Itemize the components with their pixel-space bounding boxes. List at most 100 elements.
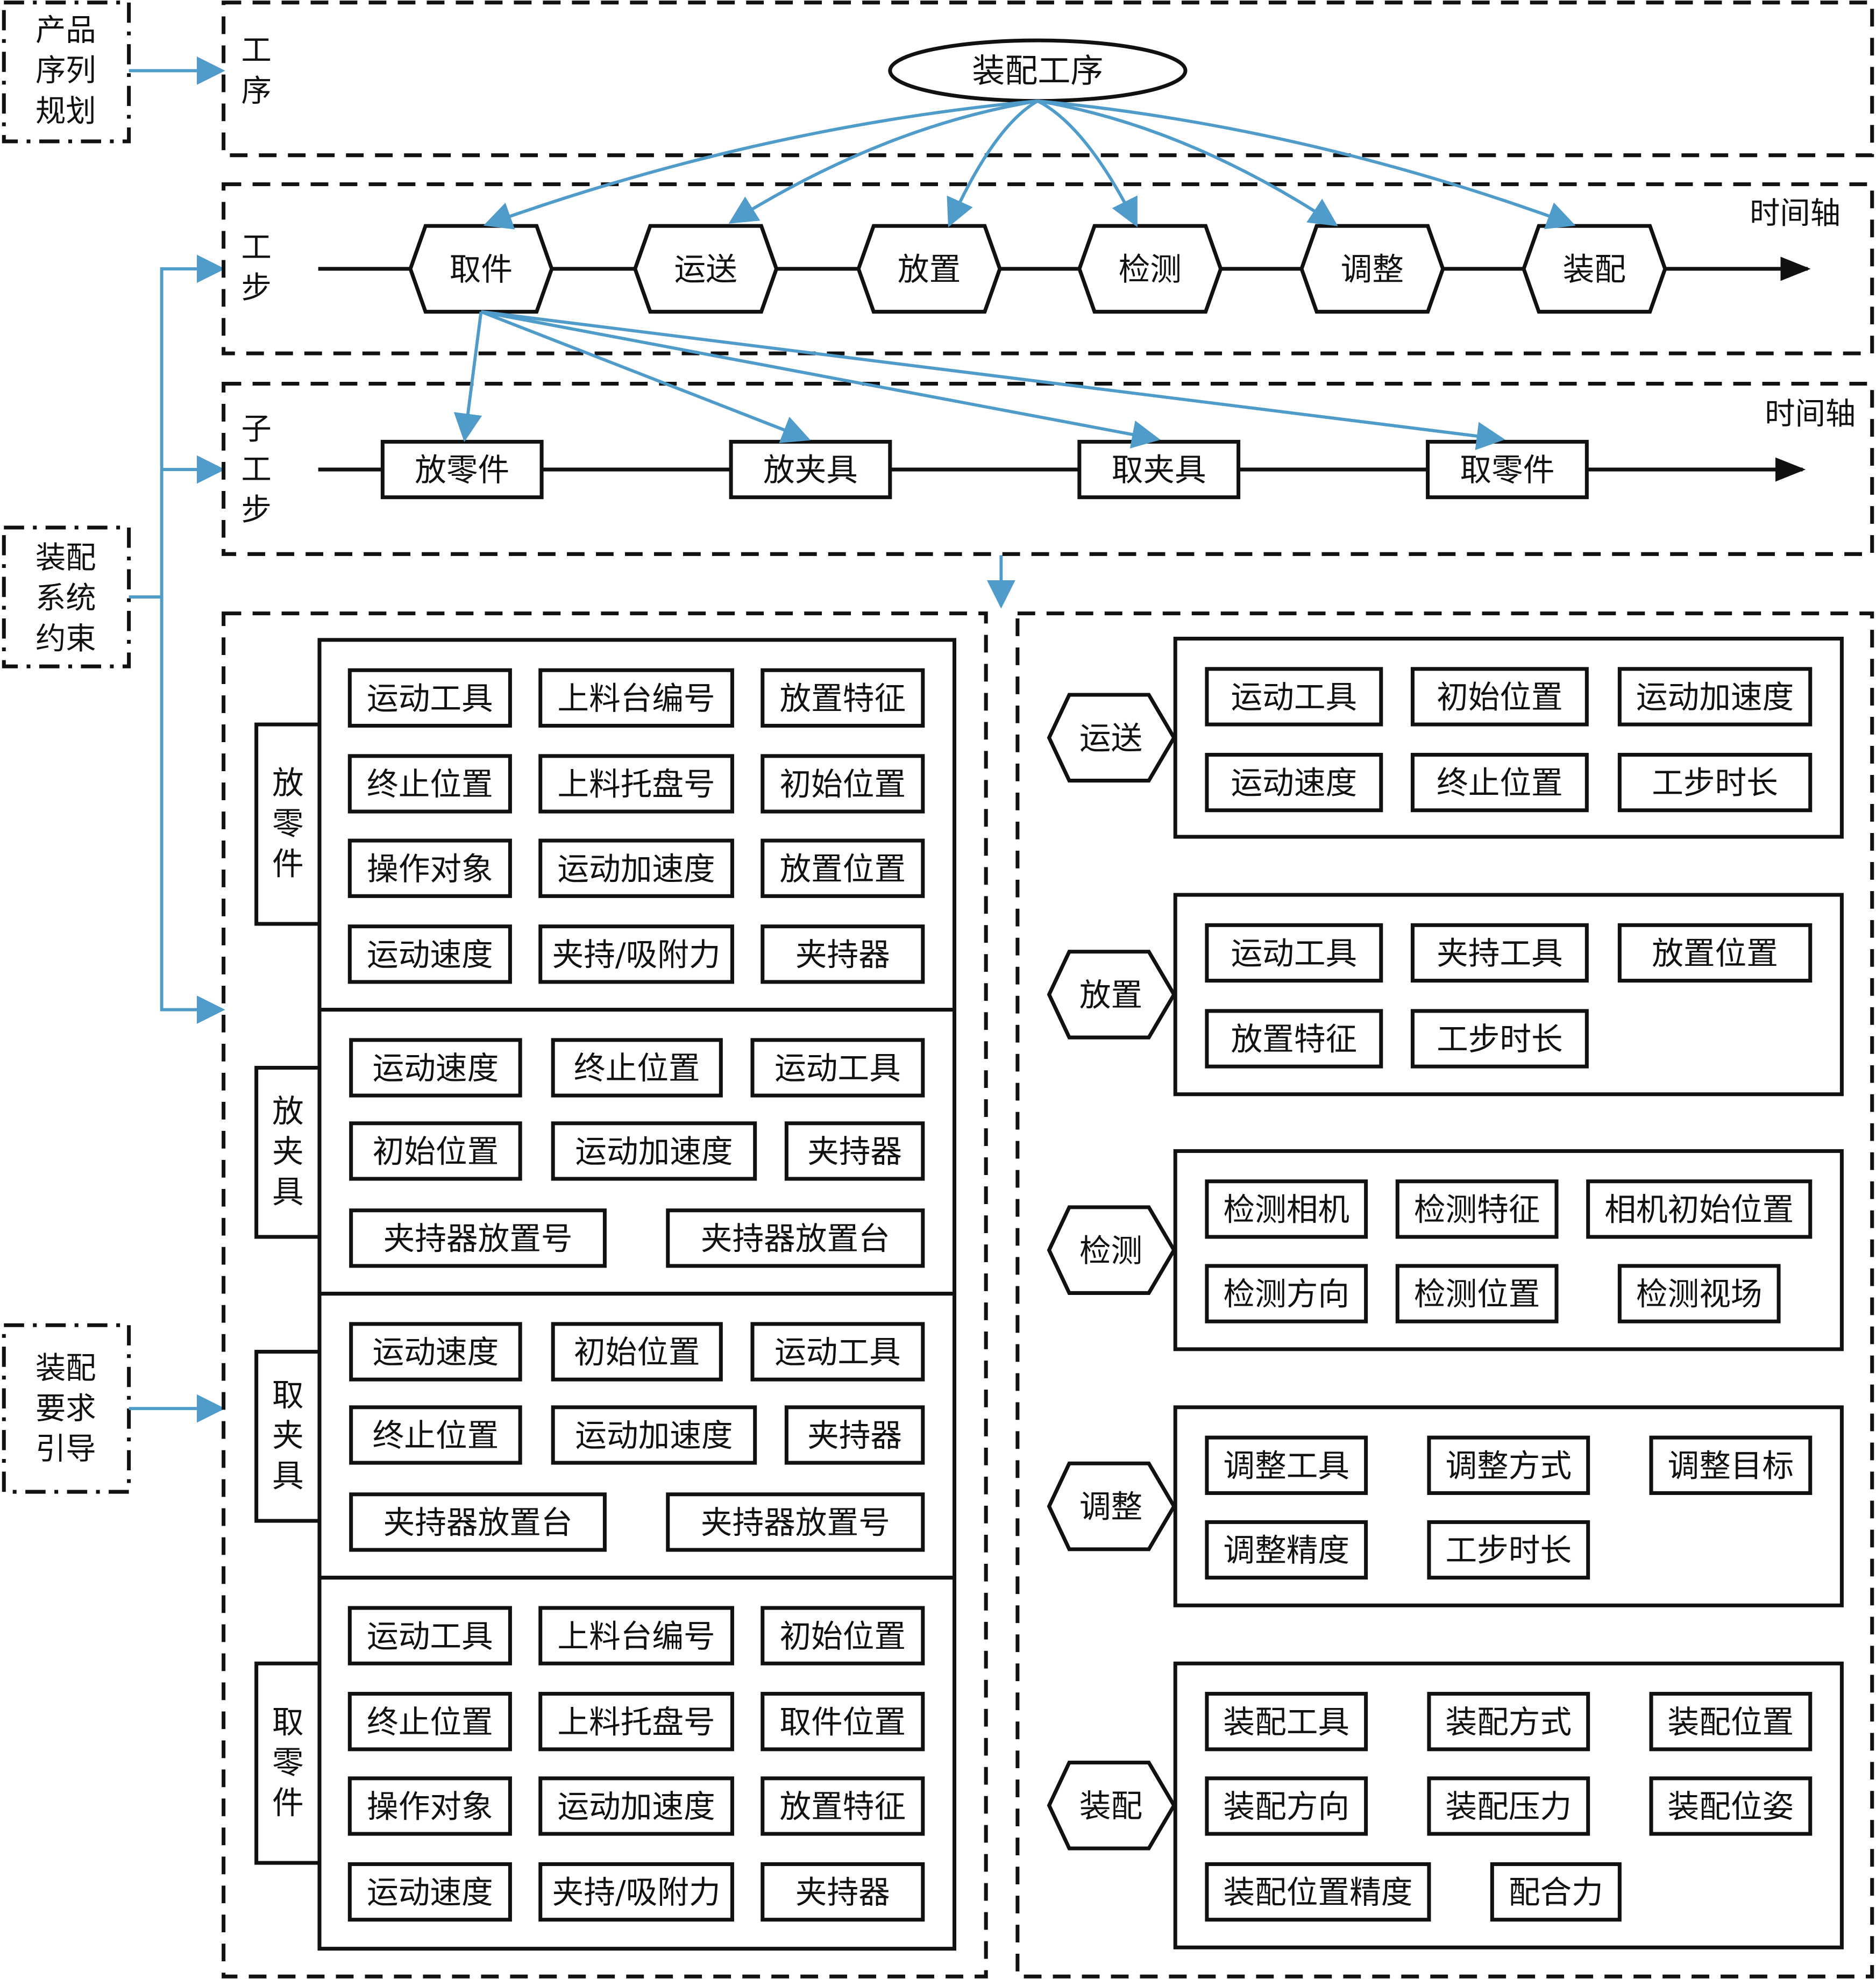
step-node[interactable]: 取件 [408,224,554,314]
step-node[interactable]: 放置 [856,224,1002,314]
param-box[interactable] [761,1776,925,1836]
system-constraints-line-3: 约束 [35,621,96,656]
param-box[interactable] [347,1606,512,1665]
param-box[interactable] [761,838,925,898]
param-box[interactable] [347,1776,512,1836]
param-box[interactable] [1205,1009,1383,1069]
param-box[interactable] [1205,1435,1368,1495]
param-label: 装配方式 [1446,1704,1572,1740]
param-box[interactable] [1205,1862,1431,1922]
param-box[interactable] [538,668,734,728]
param-box[interactable] [1427,1776,1590,1836]
param-box[interactable] [347,754,512,814]
param-box[interactable] [347,924,512,984]
param-label: 操作对象 [367,1789,493,1825]
param-box[interactable] [1410,1009,1589,1069]
param-box[interactable] [1395,1179,1559,1239]
param-box[interactable] [666,1492,925,1552]
param-box[interactable] [1649,1692,1813,1752]
param-box[interactable] [349,1038,522,1098]
param-box[interactable] [750,1322,925,1382]
param-box[interactable] [349,1322,522,1382]
step-hexagon [408,224,554,314]
param-box[interactable] [1205,1179,1368,1239]
param-box[interactable] [349,1405,522,1465]
param-box[interactable] [1205,752,1383,813]
param-group-label-char: 零 [272,805,304,842]
param-box[interactable] [1490,1862,1622,1922]
param-label: 运动加速度 [1636,679,1794,716]
param-box[interactable] [1205,1692,1368,1752]
param-group-label-char: 零 [272,1744,304,1781]
param-box[interactable] [666,1208,925,1268]
substep-node[interactable]: 放夹具 [729,439,892,500]
param-box[interactable] [551,1322,723,1382]
param-box[interactable] [1427,1520,1590,1580]
param-box[interactable] [538,1692,734,1752]
step-node[interactable]: 调整 [1299,224,1445,314]
param-box[interactable] [551,1121,757,1181]
param-box[interactable] [1410,752,1589,813]
param-box[interactable] [784,1405,925,1465]
param-box[interactable] [1617,923,1813,983]
step-hexagon[interactable] [1047,1461,1176,1551]
step-hexagon[interactable] [1047,693,1176,783]
substep-node[interactable]: 取夹具 [1077,439,1241,500]
param-box[interactable] [1617,1264,1781,1323]
param-box[interactable] [1586,1179,1813,1239]
substep-node[interactable]: 取零件 [1426,439,1589,500]
param-box[interactable] [784,1121,925,1181]
param-box[interactable] [761,668,925,728]
substep-node[interactable]: 放零件 [380,439,544,500]
param-label: 相机初始位置 [1604,1191,1794,1228]
param-box[interactable] [538,1606,734,1665]
param-label: 运动工具 [774,1334,901,1371]
param-box[interactable] [538,1776,734,1836]
step-hexagon[interactable] [1047,1760,1176,1850]
param-box[interactable] [1617,752,1813,813]
step-hexagon [1077,224,1223,314]
param-box[interactable] [1205,1520,1368,1580]
param-label: 取件位置 [779,1704,906,1740]
param-box[interactable] [1410,923,1589,983]
param-box[interactable] [750,1038,925,1098]
param-box[interactable] [347,838,512,898]
param-box[interactable] [1427,1435,1590,1495]
param-box[interactable] [761,1606,925,1665]
param-box[interactable] [761,1692,925,1752]
param-box[interactable] [1205,667,1383,727]
param-box[interactable] [1410,667,1589,727]
param-box[interactable] [551,1038,723,1098]
param-label: 终止位置 [574,1050,700,1087]
param-label: 初始位置 [779,766,906,803]
param-box[interactable] [1649,1776,1813,1836]
param-box[interactable] [347,1692,512,1752]
param-box[interactable] [761,924,925,984]
param-box[interactable] [538,754,734,814]
param-box[interactable] [1205,1264,1368,1323]
step-node[interactable]: 运送 [633,224,779,314]
param-box[interactable] [1205,1776,1368,1836]
param-box[interactable] [347,668,512,728]
param-box[interactable] [347,1862,512,1922]
param-box[interactable] [349,1121,522,1181]
process-to-step-arrow [1037,99,1138,227]
step-node[interactable]: 装配 [1522,224,1667,314]
param-box[interactable] [538,924,734,984]
param-box[interactable] [761,754,925,814]
param-box[interactable] [761,1862,925,1922]
param-box[interactable] [1205,923,1383,983]
param-box[interactable] [551,1405,757,1465]
param-group-label-char: 取 [272,1377,304,1413]
param-box[interactable] [1649,1435,1813,1495]
step-hexagon[interactable] [1047,1205,1176,1295]
param-box[interactable] [349,1208,607,1268]
param-box[interactable] [538,838,734,898]
param-box[interactable] [1427,1692,1590,1752]
param-box[interactable] [538,1862,734,1922]
param-box[interactable] [349,1492,607,1552]
step-node[interactable]: 检测 [1077,224,1223,314]
param-box[interactable] [1617,667,1813,727]
step-hexagon[interactable] [1047,950,1176,1040]
param-box[interactable] [1395,1264,1559,1323]
